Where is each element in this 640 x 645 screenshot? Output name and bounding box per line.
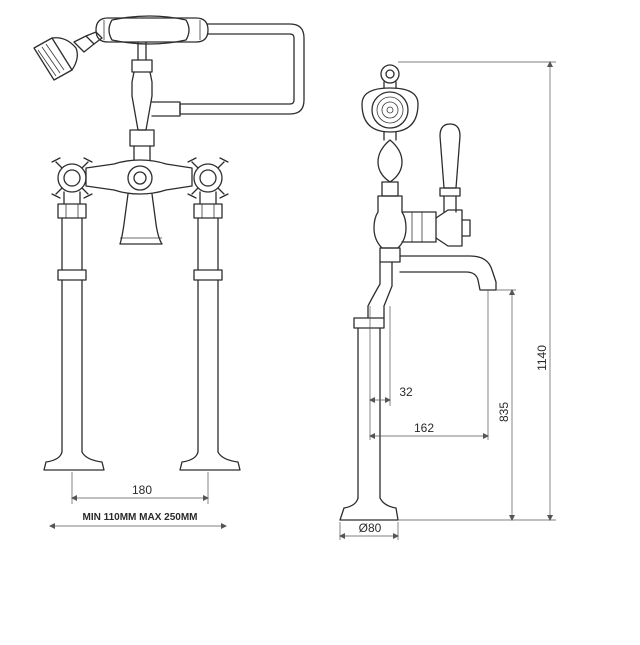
total-height-label: 1140 (535, 345, 549, 371)
range-note-label: MIN 110MM MAX 250MM (82, 512, 197, 523)
dimension-spout-reach (369, 290, 489, 440)
spout-reach-label: 162 (414, 421, 434, 435)
dimension-spout-height (496, 289, 516, 521)
dimension-total-height (398, 61, 556, 521)
front-view: 180 MIN 110MM MAX 250MM (33, 15, 305, 529)
center-spacing-label: 180 (132, 483, 152, 497)
spout-height-label: 835 (497, 402, 511, 422)
side-lever-handle (439, 123, 461, 213)
front-hose-loop (179, 23, 305, 115)
side-hanger-ring (380, 64, 400, 89)
front-right-cross-handle (187, 157, 229, 199)
front-shower-head (33, 31, 103, 81)
dimension-center-spacing (71, 472, 209, 504)
front-valve-body (85, 159, 193, 195)
base-diameter-label: Ø80 (359, 521, 382, 535)
pillar-offset-label: 32 (399, 385, 413, 399)
front-diverter-body (129, 41, 181, 161)
dimension-base-diameter (339, 522, 399, 540)
side-pillar (339, 261, 399, 521)
side-view: 1140 835 32 162 Ø80 (339, 61, 556, 540)
side-shower-face (361, 87, 419, 133)
side-handset-body (377, 131, 403, 197)
side-valve-body (373, 195, 471, 263)
side-spout-arm (399, 255, 497, 291)
front-left-leg (43, 191, 105, 471)
front-right-leg (179, 191, 241, 471)
front-left-cross-handle (51, 157, 93, 199)
front-handset-handle (95, 15, 209, 45)
dimension-pillar-offset (369, 306, 391, 440)
front-spout (119, 193, 163, 245)
